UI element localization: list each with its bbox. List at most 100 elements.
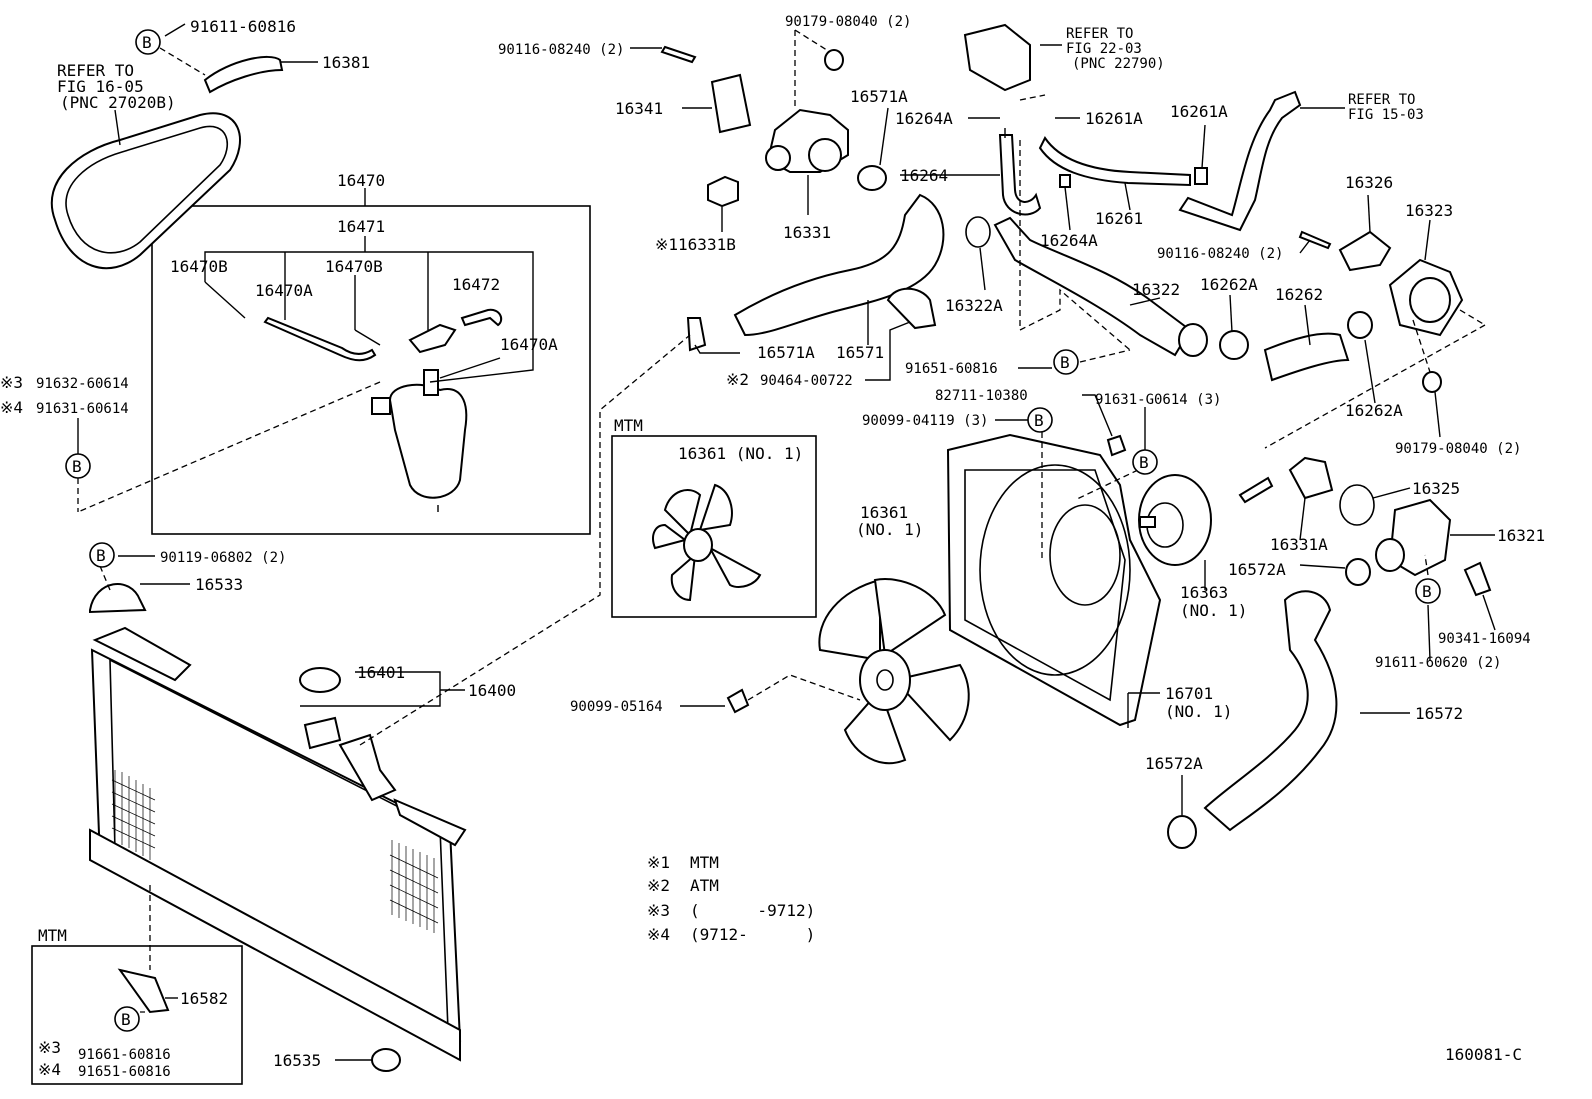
label-16341: 16341 [615, 99, 663, 118]
part-labels: 91611-60816 16381 REFER TO FIG 16-05 (PN… [0, 14, 1545, 1080]
stud-90116-illustration [660, 45, 697, 64]
bubble-b-7-label: B [1139, 453, 1149, 472]
mtm-bracket-box [31, 945, 243, 1085]
ref-hose-line1: REFER TO [1348, 92, 1415, 108]
label-90464-00722: 90464-00722 [760, 373, 853, 389]
water-inlet-port [1409, 277, 1451, 323]
label-16261A-b: 16261A [1170, 102, 1228, 121]
legend-4-text: (9712- ) [690, 925, 815, 944]
bubble-b-6-label: B [1034, 411, 1044, 430]
outlet-port-right [808, 138, 842, 172]
bracket-16582-illustration [117, 968, 170, 1014]
bubble-b-5 [1053, 349, 1079, 375]
ref-hose-line2: FIG 15-03 [1348, 107, 1424, 123]
vsv-valve-illustration [963, 23, 1031, 92]
hose-16261-illustration [1038, 136, 1191, 187]
label-16535: 16535 [273, 1051, 321, 1070]
label-16571: 16571 [836, 343, 884, 362]
clamp-16572A-a-illustration [1345, 558, 1371, 586]
outlet-port-left [765, 145, 791, 171]
label-90116-08240-b: 90116-08240 (2) [1157, 246, 1283, 262]
ref-valve-line1: REFER TO [1066, 26, 1133, 42]
label-16400: 16400 [468, 681, 516, 700]
label-16470A-a: 16470A [255, 281, 313, 300]
label-16331: 16331 [783, 223, 831, 242]
label-mark2: ※2 [726, 370, 749, 389]
stud-90116-b-illustration [1298, 230, 1332, 250]
reservoir-hose-16470A-illustration [263, 316, 377, 362]
gasket-16341-illustration [710, 73, 752, 134]
label-16572A-a: 16572A [1228, 560, 1286, 579]
legend-1-mark: ※1 [647, 853, 670, 872]
bubble-b-4 [114, 1006, 140, 1032]
bubble-b-3-label: B [96, 546, 106, 565]
label-16470B-b: 16470B [325, 257, 383, 276]
label-90099-04119: 90099-04119 (3) [862, 413, 988, 429]
radiator-core-mesh [111, 770, 439, 933]
label-91631-60614: 91631-60614 [36, 401, 129, 417]
water-inlet-16321-port [1375, 538, 1405, 572]
thermostat-16331A-illustration [1288, 456, 1334, 500]
label-90116-08240-a: 90116-08240 (2) [498, 42, 624, 58]
legend-1-text: MTM [690, 853, 719, 872]
clip-16264A-illustration [1059, 174, 1071, 188]
label-16361-mtm: 16361 (NO. 1) [678, 444, 803, 463]
switch-90341-illustration [1463, 561, 1492, 597]
radiator-cap-illustration [299, 667, 341, 693]
clamp-16571A-top-illustration [857, 165, 887, 191]
mtm-fan-box-label: MTM [614, 416, 643, 435]
bubble-b-1-label: B [142, 33, 152, 52]
label-16325: 16325 [1412, 479, 1460, 498]
label-91651-60816-b: 91651-60816 [78, 1064, 171, 1080]
upper-hose-16571-illustration [733, 193, 945, 337]
label-16401: 16401 [357, 663, 405, 682]
legend-3-text: ( -9712) [690, 901, 815, 920]
bubble-b-2 [65, 453, 91, 479]
bubble-b-8-label: B [1422, 582, 1432, 601]
nut-90179-illustration [824, 49, 844, 71]
leader-lines [77, 23, 1496, 1061]
sensor-illustration [1238, 476, 1274, 504]
fan-16361-mtm-illustration [652, 483, 762, 602]
label-16262A-b: 16262A [1345, 401, 1403, 420]
clip-16261A-illustration [1194, 167, 1208, 185]
label-16571A-a: 16571A [850, 87, 908, 106]
label-16323: 16323 [1405, 201, 1453, 220]
fan-shroud-16701-illustration [946, 433, 1162, 727]
label-16470: 16470 [337, 171, 385, 190]
label-16326: 16326 [1345, 173, 1393, 192]
legend-3-mark: ※3 [647, 901, 670, 920]
clamp-16571A-bottom-illustration [686, 317, 707, 352]
label-16582: 16582 [180, 989, 228, 1008]
reservoir-hose-16472-illustration [460, 308, 503, 327]
label-90341-16094: 90341-16094 [1438, 631, 1531, 647]
label-16572A-b: 16572A [1145, 754, 1203, 773]
bubble-b-2-label: B [72, 457, 82, 476]
bubble-b-8 [1415, 578, 1441, 604]
bubble-b-3 [89, 542, 115, 568]
legend-2-text: ATM [690, 876, 719, 895]
clamp-16262A-b-illustration [1347, 311, 1373, 339]
label-16264A-b: 16264A [1040, 231, 1098, 250]
label-91632-60614: 91632-60614 [36, 376, 129, 392]
label-82711-10380: 82711-10380 [935, 388, 1028, 404]
clamp-16572A-b-illustration [1167, 815, 1197, 849]
gasket-16322A-illustration [965, 216, 991, 248]
label-90179-08040-a: 90179-08040 (2) [785, 14, 911, 30]
label-91611-60620: 91611-60620 (2) [1375, 655, 1501, 671]
label-16363: 16363 [1180, 583, 1228, 602]
radiator-outlet-illustration [303, 716, 342, 750]
label-16322A: 16322A [945, 296, 1003, 315]
label-16261A-a: 16261A [1085, 109, 1143, 128]
label-16470A-b: 16470A [500, 335, 558, 354]
label-16261: 16261 [1095, 209, 1143, 228]
b-bubbles: B B B B B B B B [65, 29, 1441, 1032]
bubble-b-6 [1027, 407, 1053, 433]
gasket-16326-illustration [1338, 230, 1392, 272]
label-16331B: ※116331B [655, 235, 736, 254]
ref-valve-line2: FIG 22-03 [1066, 41, 1142, 57]
label-91661-60816: 91661-60816 [78, 1047, 171, 1063]
fan-motor-16363-illustration [1138, 474, 1212, 566]
label-16361-no: (NO. 1) [856, 520, 923, 539]
